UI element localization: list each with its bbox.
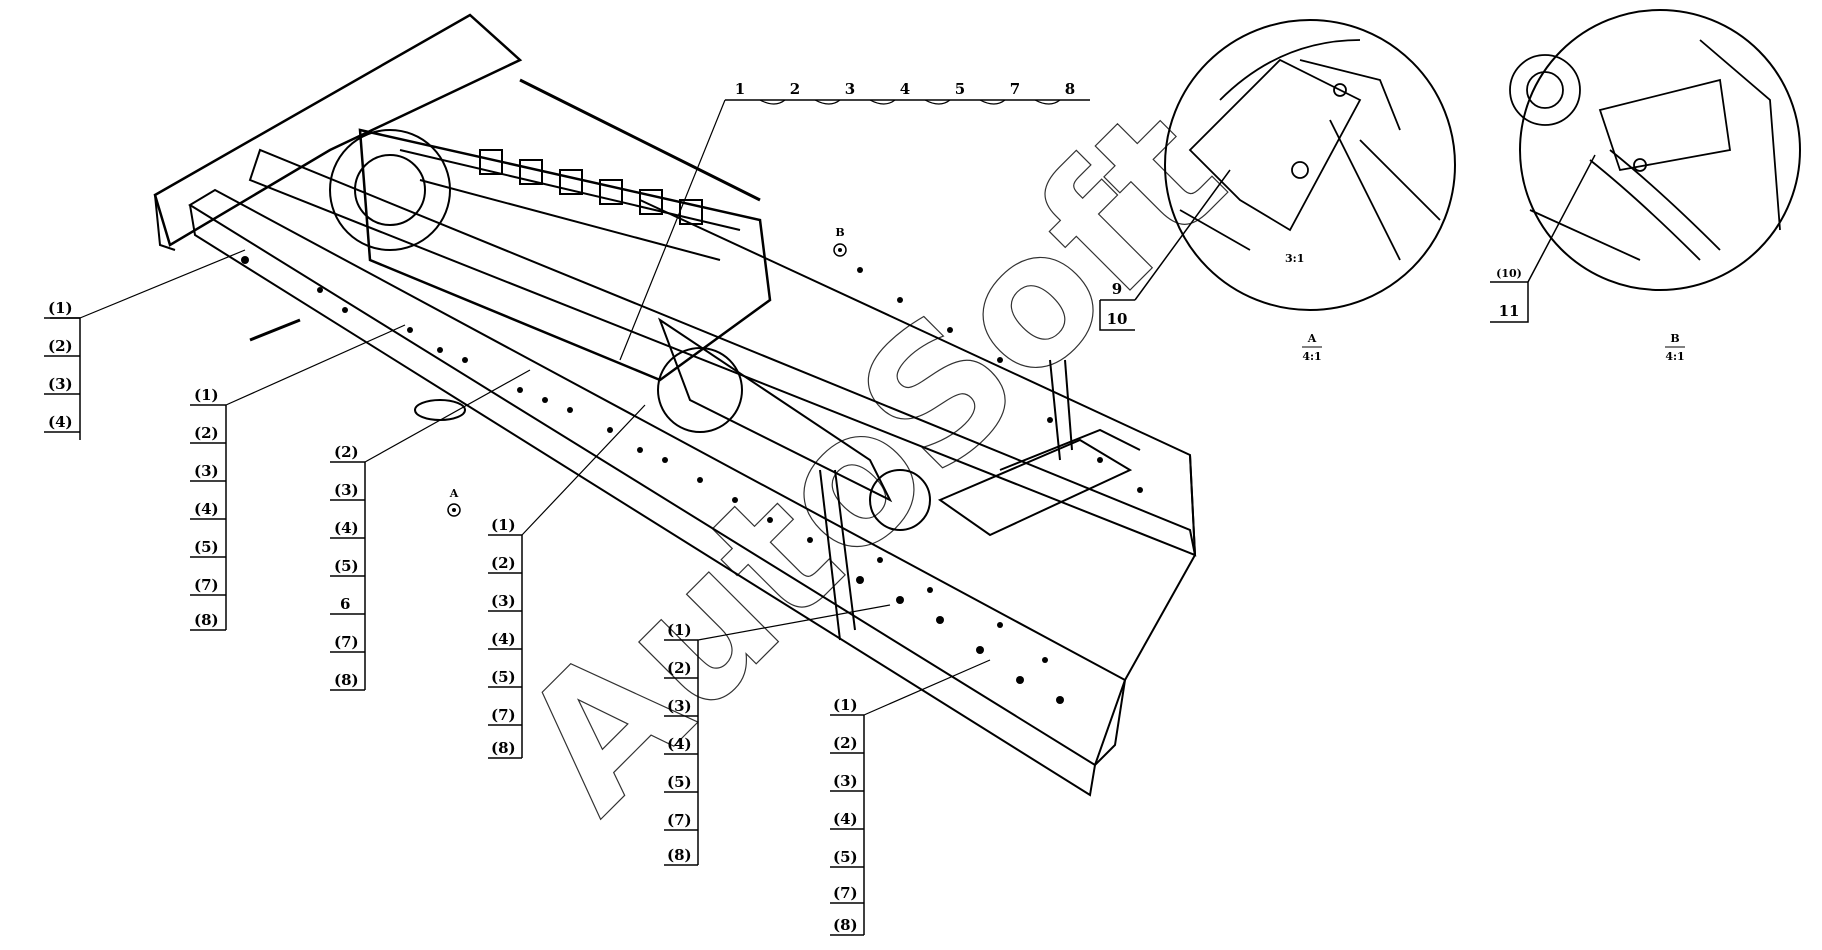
callout-top-4: 4 xyxy=(900,80,910,98)
callout-label: (8) xyxy=(491,739,516,757)
detail-b-caption-letter: B xyxy=(1670,332,1679,345)
callout-label: (5) xyxy=(833,848,858,866)
callout-top-3: 3 xyxy=(845,80,855,98)
callout-group-4: (1) (2) (3) (4) (5) (7) (8) xyxy=(488,404,646,759)
detail-b-label-10: (10) xyxy=(1496,267,1522,280)
callout-label: (3) xyxy=(833,772,858,790)
callout-group-6: (1) (2) (3) (4) (5) (7) (8) xyxy=(830,659,991,936)
detail-a-inner-mark: 3:1 xyxy=(1285,252,1304,265)
callout-label: (1) xyxy=(667,621,692,639)
callout-label: (5) xyxy=(194,538,219,556)
callout-label: (1) xyxy=(48,299,73,317)
callout-label: (4) xyxy=(491,630,516,648)
detail-view-a: 3:1 9 10 A 4:1 xyxy=(1099,19,1456,363)
callout-group-5: (1) (2) (3) (4) (5) (7) (8) xyxy=(664,604,891,866)
callout-label: (7) xyxy=(833,884,858,902)
callout-label: (7) xyxy=(334,633,359,651)
chassis-frame-illustration xyxy=(153,13,1197,797)
detail-view-b: (10) 11 B 4:1 xyxy=(1490,9,1801,363)
callout-label: 6 xyxy=(340,595,350,613)
callout-label: (8) xyxy=(667,846,692,864)
detail-a-caption-scale: 4:1 xyxy=(1302,350,1321,363)
callout-label: (4) xyxy=(833,810,858,828)
callout-label: (3) xyxy=(491,592,516,610)
callout-label: (4) xyxy=(194,500,219,518)
callout-label: (2) xyxy=(833,734,858,752)
callout-top-1: 1 xyxy=(735,80,745,98)
detail-a-label-10: 10 xyxy=(1107,310,1128,328)
callout-top-7: 7 xyxy=(1010,80,1020,98)
callout-label: (2) xyxy=(48,337,73,355)
callout-label: (7) xyxy=(491,706,516,724)
callout-label: (8) xyxy=(833,916,858,934)
svg-text:B: B xyxy=(835,226,844,239)
marker-b: B xyxy=(833,226,847,257)
callout-label: (1) xyxy=(194,386,219,404)
callout-top-8: 8 xyxy=(1065,80,1075,98)
detail-a-caption-letter: A xyxy=(1307,332,1317,345)
callout-label: (5) xyxy=(334,557,359,575)
callout-label: (7) xyxy=(194,576,219,594)
callout-group-3: (2) (3) (4) (5) 6 (7) (8) xyxy=(330,369,531,691)
detail-b-caption-scale: 4:1 xyxy=(1665,350,1684,363)
callout-top-5: 5 xyxy=(955,80,965,98)
callout-group-1: (1) (2) (3) (4) xyxy=(44,249,246,440)
callout-label: (2) xyxy=(194,424,219,442)
detail-b-label-11: 11 xyxy=(1499,302,1520,320)
callout-label: (2) xyxy=(334,443,359,461)
callout-label: (5) xyxy=(491,668,516,686)
callout-label: (2) xyxy=(491,554,516,572)
callout-label: (4) xyxy=(48,413,73,431)
callout-label: (3) xyxy=(334,481,359,499)
callout-label: (3) xyxy=(194,462,219,480)
callout-label: (1) xyxy=(491,516,516,534)
detail-a-label-9: 9 xyxy=(1112,280,1122,298)
callout-label: (5) xyxy=(667,773,692,791)
callout-label: (4) xyxy=(667,735,692,753)
callout-label: (8) xyxy=(334,671,359,689)
callout-label: (2) xyxy=(667,659,692,677)
callout-group-2: (1) (2) (3) (4) (5) (7) (8) xyxy=(190,324,406,631)
callout-label: (4) xyxy=(334,519,359,537)
svg-text:A: A xyxy=(449,487,459,500)
callout-label: (3) xyxy=(48,375,73,393)
callout-label: (1) xyxy=(833,696,858,714)
top-callout: 1 2 3 4 5 7 8 xyxy=(619,80,1090,361)
marker-a: A xyxy=(447,487,461,517)
callout-label: (3) xyxy=(667,697,692,715)
callout-label: (8) xyxy=(194,611,219,629)
callout-top-2: 2 xyxy=(790,80,800,98)
callout-label: (7) xyxy=(667,811,692,829)
